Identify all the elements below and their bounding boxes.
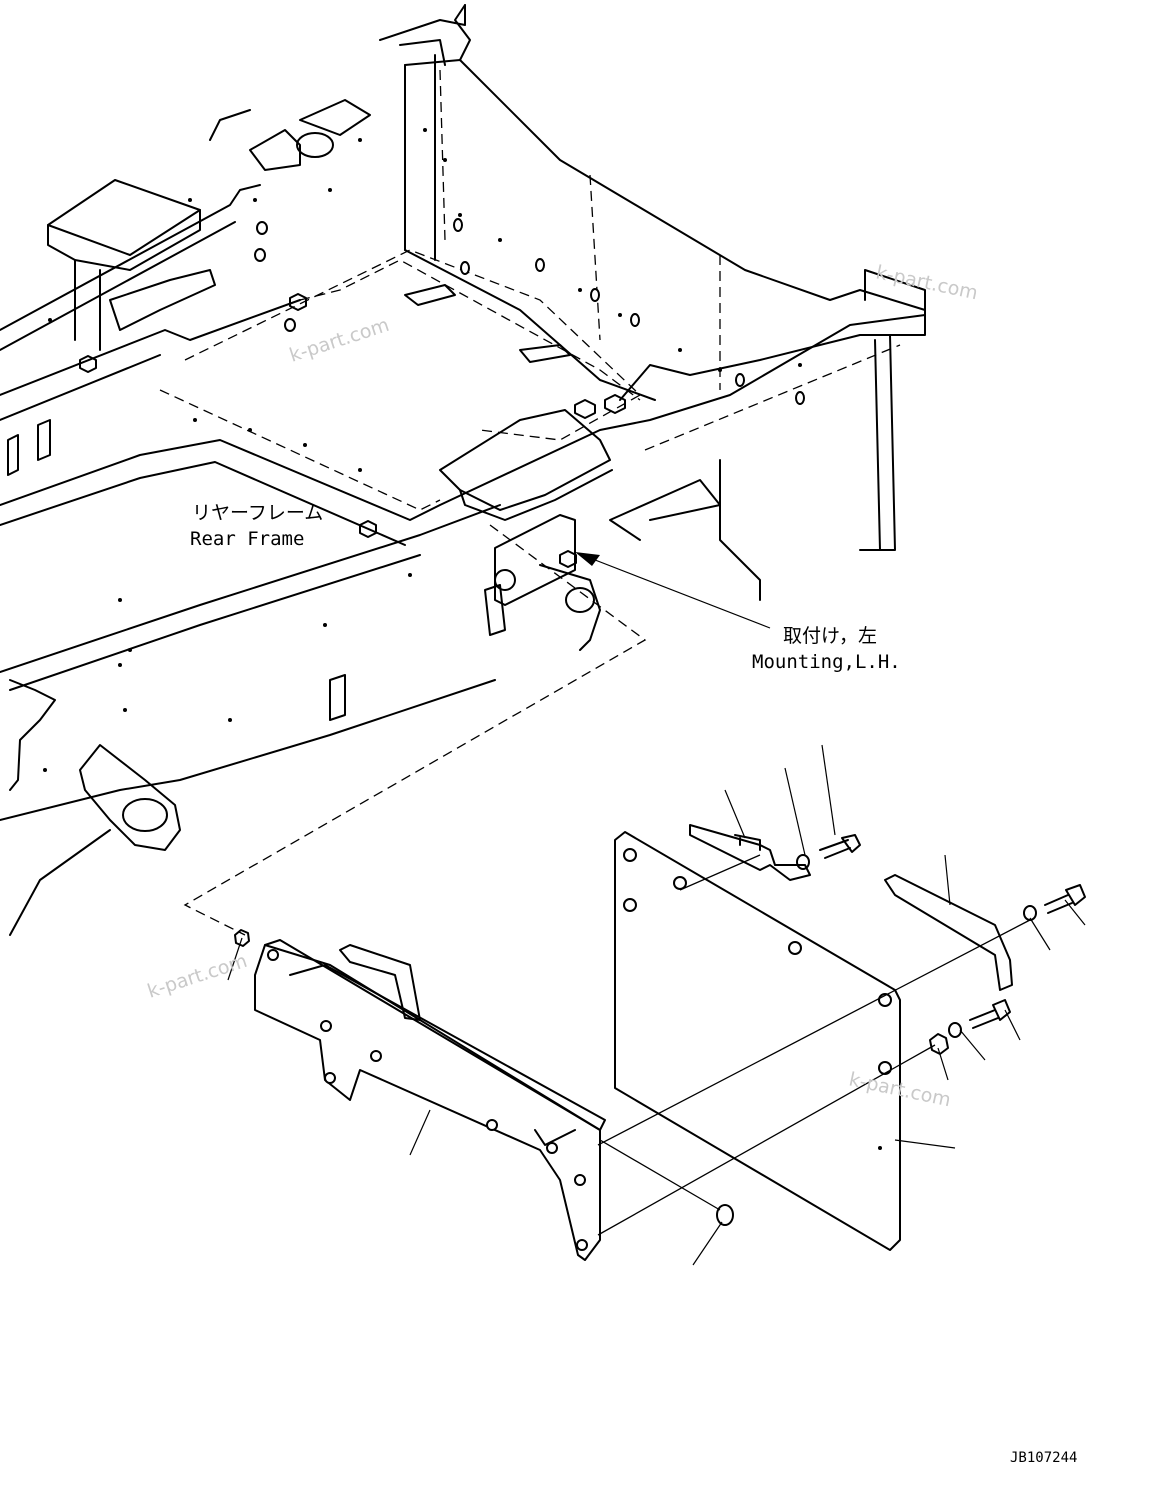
latch-bracket bbox=[689, 824, 1013, 991]
label-mounting-en: Mounting,L.H. bbox=[752, 651, 901, 673]
cover-plate bbox=[614, 831, 901, 1251]
assembly-lines bbox=[597, 854, 1031, 1236]
label-rear-frame: リヤーフレーム Rear Frame bbox=[190, 502, 323, 550]
rear-frame-assembly bbox=[0, 4, 926, 936]
label-mounting-jp: 取付け，左 bbox=[783, 625, 877, 647]
watermark-left: k-part.com bbox=[145, 950, 250, 1003]
watermark-center: k-part.com bbox=[287, 314, 392, 367]
watermarks: k-part.com k-part.com k-part.com k-part.… bbox=[145, 261, 980, 1111]
label-rear-frame-jp: リヤーフレーム bbox=[192, 502, 323, 524]
fasteners bbox=[234, 834, 1086, 1226]
label-rear-frame-en: Rear Frame bbox=[190, 528, 304, 550]
callout-leaders bbox=[227, 552, 1086, 1266]
drawing-number: JB107244 bbox=[1010, 1450, 1077, 1466]
step-bracket bbox=[254, 939, 606, 1261]
label-mounting: 取付け，左 Mounting,L.H. bbox=[752, 625, 901, 673]
watermark-top-right: k-part.com bbox=[874, 261, 980, 304]
